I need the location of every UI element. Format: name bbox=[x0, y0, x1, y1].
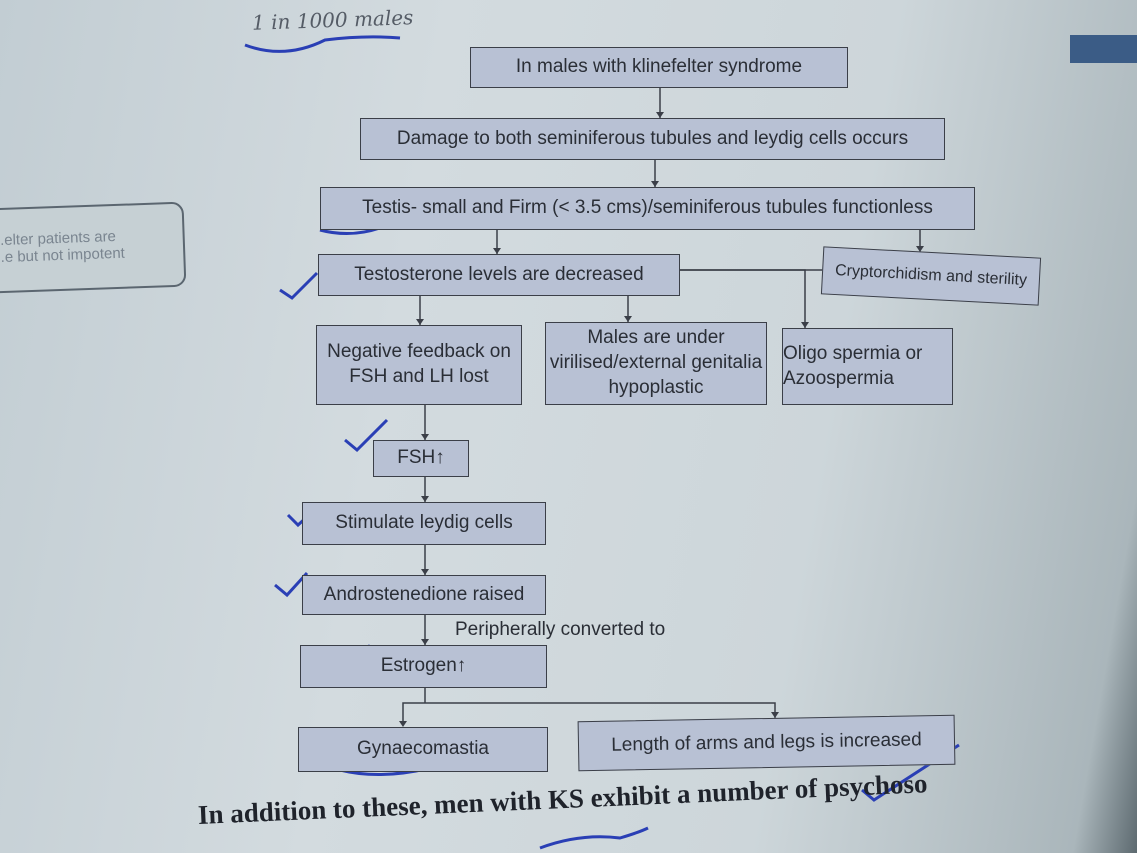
node-start: In males with klinefelter syndrome bbox=[470, 47, 848, 88]
node-damage: Damage to both seminiferous tubules and … bbox=[360, 118, 945, 160]
converted-label: Peripherally converted to bbox=[455, 619, 666, 640]
node-androstenedione: Androstenedione raised bbox=[302, 575, 546, 615]
node-testis: Testis- small and Firm (< 3.5 cms)/semin… bbox=[320, 187, 975, 230]
node-limbs: Length of arms and legs is increased bbox=[577, 714, 956, 772]
node-gynaecomastia: Gynaecomastia bbox=[298, 727, 548, 772]
node-feedback: Negative feedback on FSH and LH lost bbox=[316, 325, 522, 405]
node-estrogen: Estrogen↑ bbox=[300, 645, 547, 688]
page-tab-marker bbox=[1070, 35, 1137, 63]
node-fsh: FSH↑ bbox=[373, 440, 469, 477]
node-testosterone: Testosterone levels are decreased bbox=[318, 254, 680, 296]
node-oligospermia: Oligo spermia or Azoospermia bbox=[782, 328, 953, 405]
node-stimulate: Stimulate leydig cells bbox=[302, 502, 546, 545]
node-virilised: Males are under virilised/external genit… bbox=[545, 322, 767, 405]
